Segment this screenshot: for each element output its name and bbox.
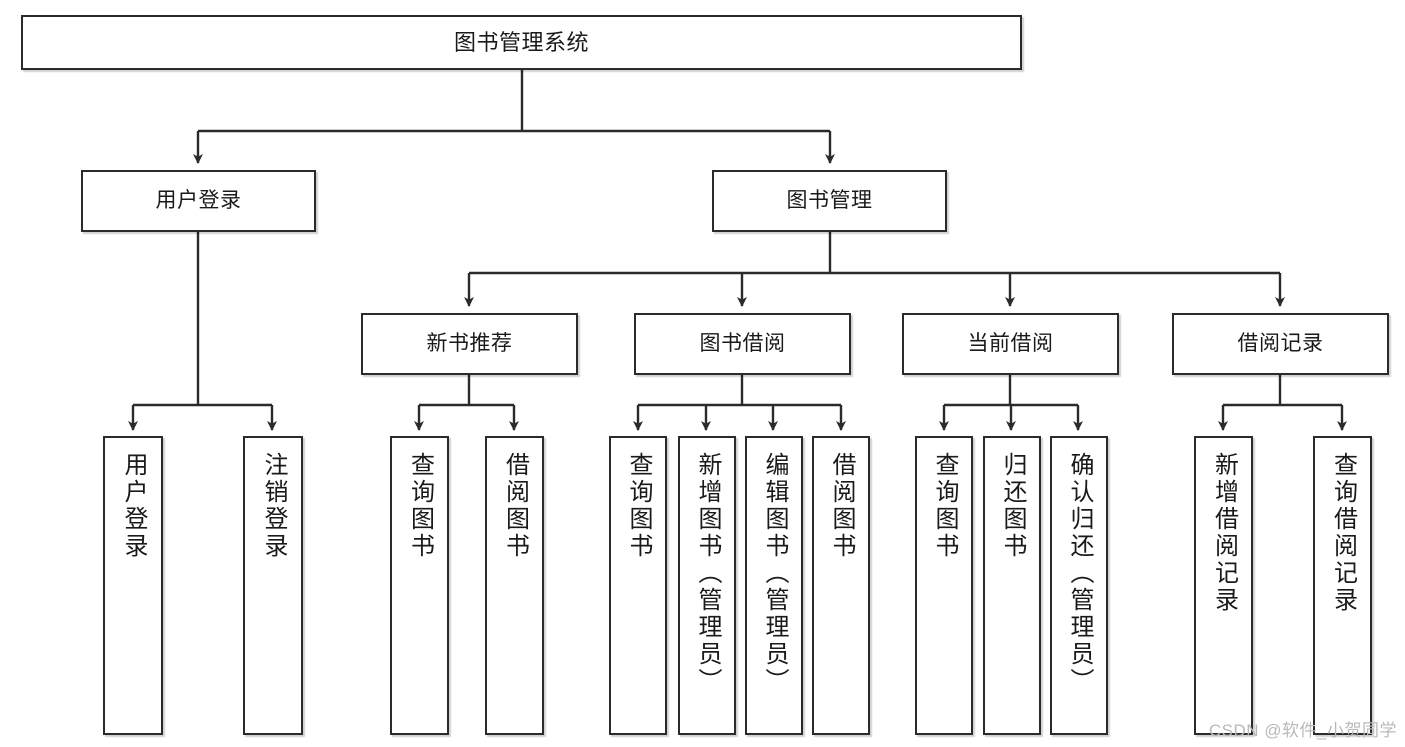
leaf-current-return[interactable]: 归还图书 [983,436,1041,735]
node-book-management[interactable]: 图书管理 [712,170,947,232]
leaf-current-query-label: 查询图书 [931,452,958,560]
leaf-borrow-query-label: 查询图书 [625,452,652,560]
leaf-borrow-add-book[interactable]: 新增图书（管理员） [678,436,736,735]
leaf-current-confirm-return[interactable]: 确认归还（管理员） [1050,436,1108,735]
csdn-watermark: CSDN @软件_小贺同学 [1208,721,1397,740]
leaf-user-login-signin[interactable]: 用户登录 [103,436,163,735]
leaf-user-login-signin-label: 用户登录 [120,452,147,560]
leaf-records-query-label: 查询借阅记录 [1329,452,1357,614]
leaf-user-login-signout[interactable]: 注销登录 [243,436,303,735]
leaf-new-books-query-label: 查询图书 [406,452,434,560]
leaf-current-return-label: 归还图书 [999,452,1026,560]
node-user-login-label: 用户登录 [155,188,242,212]
node-borrow-records[interactable]: 借阅记录 [1172,313,1389,375]
leaf-new-books-borrow[interactable]: 借阅图书 [485,436,544,735]
leaf-new-books-query[interactable]: 查询图书 [390,436,449,735]
node-root-system[interactable]: 图书管理系统 [21,15,1022,70]
leaf-records-add[interactable]: 新增借阅记录 [1194,436,1253,735]
leaf-borrow-edit-book-label: 编辑图书（管理员） [761,452,788,695]
leaf-borrow-borrow-book-label: 借阅图书 [828,452,855,560]
leaf-records-add-label: 新增借阅记录 [1210,452,1238,614]
node-borrow-records-label: 借阅记录 [1237,331,1324,355]
node-new-book-recommend[interactable]: 新书推荐 [361,313,578,375]
node-book-borrow[interactable]: 图书借阅 [634,313,851,375]
leaf-current-confirm-return-label: 确认归还（管理员） [1066,452,1093,695]
node-book-borrow-label: 图书借阅 [699,331,786,355]
node-root-label: 图书管理系统 [453,29,589,55]
node-current-borrow-label: 当前借阅 [967,331,1054,355]
leaf-borrow-edit-book[interactable]: 编辑图书（管理员） [745,436,803,735]
leaf-borrow-add-book-label: 新增图书（管理员） [694,452,721,695]
node-user-login[interactable]: 用户登录 [81,170,316,232]
leaf-records-query[interactable]: 查询借阅记录 [1313,436,1372,735]
leaf-borrow-query[interactable]: 查询图书 [609,436,667,735]
leaf-current-query[interactable]: 查询图书 [915,436,973,735]
node-new-book-recommend-label: 新书推荐 [426,331,513,355]
node-book-management-label: 图书管理 [786,188,873,212]
leaf-user-login-signout-label: 注销登录 [260,452,287,560]
node-current-borrow[interactable]: 当前借阅 [902,313,1119,375]
leaf-borrow-borrow-book[interactable]: 借阅图书 [812,436,870,735]
leaf-new-books-borrow-label: 借阅图书 [501,452,529,560]
